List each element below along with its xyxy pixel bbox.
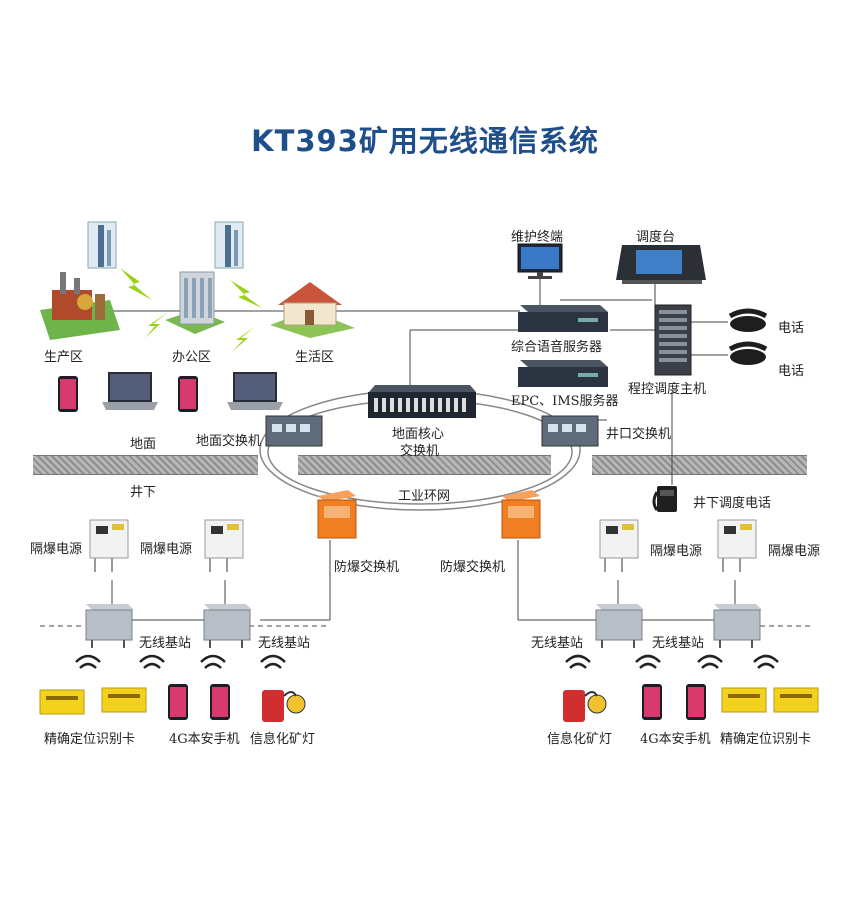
phone-label-2: 电话: [778, 364, 805, 379]
explosion-proof-box-icon: [501, 490, 541, 539]
network-switch-icon: [265, 415, 323, 447]
smartphone-icon: [686, 684, 706, 720]
ground-label: 地面: [130, 437, 157, 452]
base-station-icon: [713, 604, 762, 648]
ground-strata-middle: [298, 455, 551, 475]
location-card-icon: [39, 689, 85, 715]
telephone-icon: [652, 486, 677, 512]
laptop-icon: [102, 372, 158, 410]
base-station-label-1: 无线基站: [139, 636, 192, 651]
factory-icon: [40, 272, 120, 340]
house-icon: [270, 282, 355, 338]
production-area-label: 生产区: [44, 350, 84, 365]
smartphone-icon: [210, 684, 230, 720]
base-station-label-3: 无线基站: [531, 636, 584, 651]
power-supply-icon: [717, 519, 757, 572]
phone-label-1: 电话: [778, 321, 805, 336]
power-supply-label-3: 隔爆电源: [650, 544, 703, 559]
base-station-icon: [85, 604, 134, 648]
base-station-icon: [595, 604, 644, 648]
telephone-icon: [728, 341, 768, 365]
network-switch-icon: [541, 415, 599, 447]
location-card-icon: [721, 687, 767, 713]
smartphone-icon: [58, 376, 78, 412]
lightning-icon: [120, 268, 262, 352]
server-icon: [518, 305, 608, 332]
page-title: KT393矿用无线通信系统: [251, 124, 599, 158]
smartphone-icon: [178, 376, 198, 412]
base-station-label-4: 无线基站: [652, 636, 705, 651]
power-supply-label-1: 隔爆电源: [30, 542, 83, 557]
telephone-icon: [728, 308, 768, 332]
pbx-host-label: 程控调度主机: [628, 382, 707, 397]
location-card-icon: [101, 687, 147, 713]
core-switch-label-line2: 交换机: [400, 444, 440, 459]
living-area-label: 生活区: [295, 350, 335, 365]
mine-lamp-label-left: 信息化矿灯: [250, 732, 316, 747]
explosion-proof-switch-label-left: 防爆交换机: [334, 560, 400, 575]
connection-lines: [100, 272, 736, 621]
network-switch-icon: [368, 385, 476, 418]
voice-server-label: 综合语音服务器: [511, 340, 603, 355]
power-supply-label-4: 隔爆电源: [768, 544, 821, 559]
office-building-icon: [165, 271, 225, 334]
epc-server-label: EPC、IMS服务器: [511, 394, 619, 409]
base-station-label-2: 无线基站: [258, 636, 311, 651]
ground-strata-right: [592, 455, 807, 475]
smartphone-icon: [168, 684, 188, 720]
mine-lamp-icon: [563, 690, 607, 722]
power-supply-icon: [89, 519, 129, 572]
location-card-label-left: 精确定位识别卡: [44, 732, 136, 747]
power-supply-label-2: 隔爆电源: [140, 542, 193, 557]
explosion-proof-switch-label-right: 防爆交换机: [440, 560, 506, 575]
computer-monitor-icon: [517, 243, 563, 279]
dispatch-console-icon: [616, 245, 706, 284]
underground-phone-label: 井下调度电话: [693, 496, 772, 511]
power-supply-icon: [204, 519, 244, 572]
shaft-switch-label: 井口交换机: [606, 427, 672, 442]
server-icon: [518, 360, 608, 387]
smartphone-label-right: 4G本安手机: [640, 732, 711, 747]
core-switch-label-line1: 地面核心: [392, 427, 445, 442]
ground-switch-label: 地面交换机: [196, 434, 262, 449]
smartphone-label-left: 4G本安手机: [169, 732, 240, 747]
ground-strata-left: [33, 455, 258, 475]
location-card-label-right: 精确定位识别卡: [720, 732, 812, 747]
smartphone-icon: [642, 684, 662, 720]
dispatch-desk-label: 调度台: [636, 230, 676, 245]
server-rack-icon: [654, 304, 692, 376]
radio-tower-icon: [87, 221, 117, 269]
location-card-icon: [773, 687, 819, 713]
industrial-ring-label: 工业环网: [398, 489, 451, 504]
mine-lamp-label-right: 信息化矿灯: [547, 732, 613, 747]
power-supply-icon: [599, 519, 639, 572]
mine-lamp-icon: [262, 690, 306, 722]
maintenance-terminal-label: 维护终端: [511, 230, 564, 245]
underground-label: 井下: [130, 485, 157, 500]
wireless-signal-icon: [75, 654, 779, 669]
radio-tower-icon: [214, 221, 244, 269]
base-station-icon: [203, 604, 252, 648]
explosion-proof-box-icon: [317, 490, 357, 539]
office-area-label: 办公区: [172, 350, 212, 365]
laptop-icon: [227, 372, 283, 410]
